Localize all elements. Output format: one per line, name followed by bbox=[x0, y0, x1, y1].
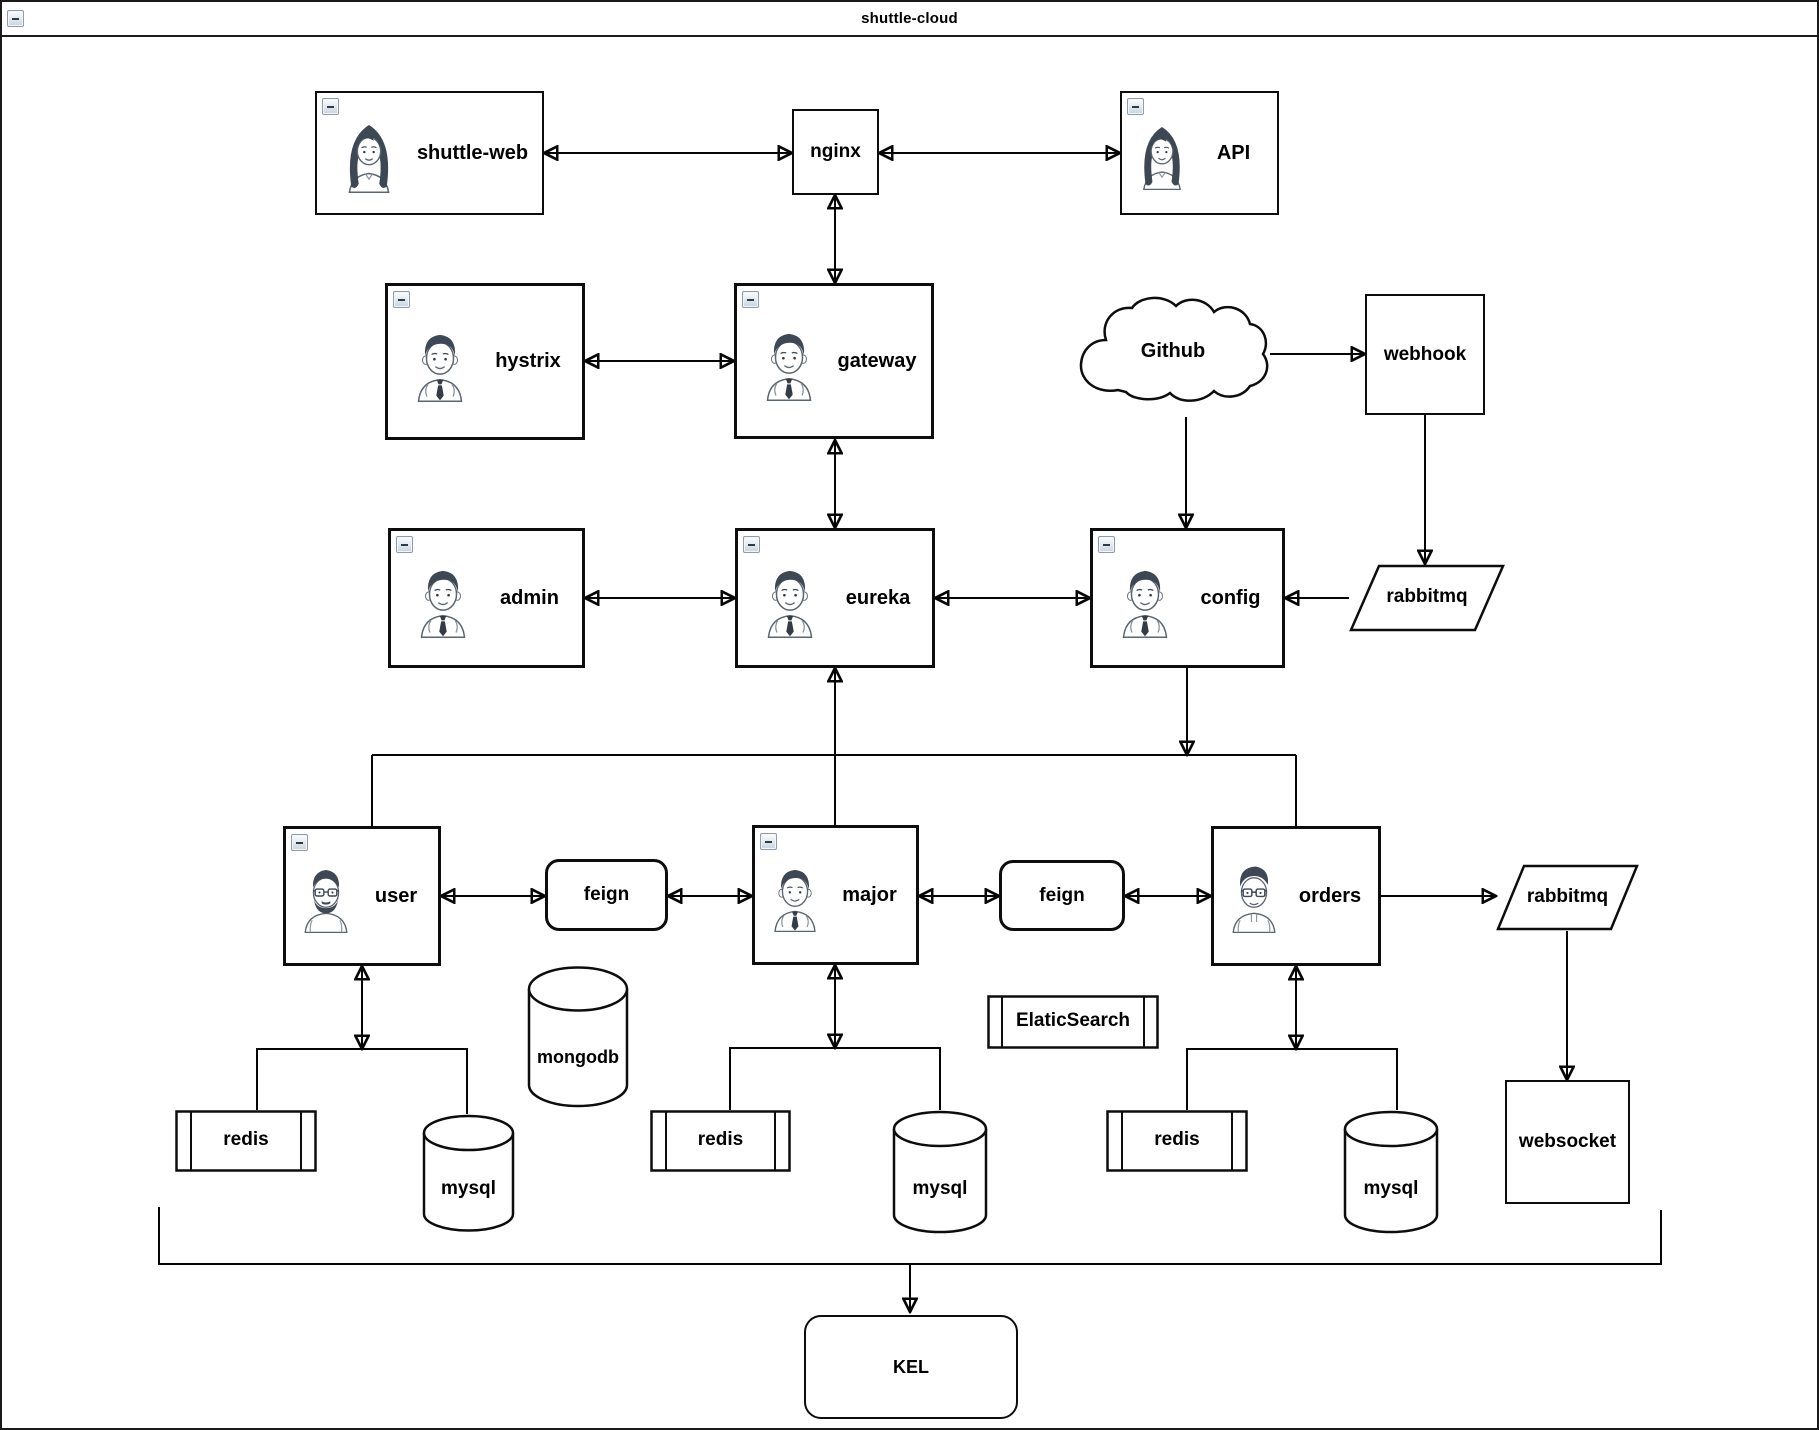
cylinder-shape bbox=[1343, 1110, 1439, 1234]
node-label: shuttle-web bbox=[416, 141, 529, 164]
node-admin[interactable]: admin bbox=[388, 528, 585, 668]
bracket-orders-datastores bbox=[1186, 1048, 1398, 1110]
node-label: major bbox=[842, 883, 897, 906]
node-mysql-major[interactable]: mysql bbox=[892, 1110, 988, 1234]
bracket-user-datastores bbox=[256, 1048, 468, 1114]
node-mysql-orders[interactable]: mysql bbox=[1343, 1110, 1439, 1234]
node-redis-major[interactable]: redis bbox=[650, 1110, 791, 1172]
node-label: rabbitmq bbox=[1526, 886, 1609, 907]
node-kel[interactable]: KEL bbox=[804, 1315, 1018, 1419]
node-label: gateway bbox=[837, 349, 917, 372]
female-avatar-icon bbox=[1136, 116, 1188, 190]
node-api[interactable]: API bbox=[1120, 91, 1279, 215]
male-beard-avatar-icon bbox=[300, 859, 352, 933]
node-label: ElaticSearch bbox=[1015, 1010, 1131, 1031]
node-label: redis bbox=[1154, 1129, 1200, 1150]
predefined-process-shape bbox=[650, 1110, 791, 1172]
node-redis-user[interactable]: redis bbox=[175, 1110, 317, 1172]
cylinder-shape bbox=[422, 1114, 515, 1232]
node-label: redis bbox=[697, 1129, 744, 1150]
node-label: feign bbox=[1039, 884, 1085, 906]
collapse-minus-icon[interactable] bbox=[760, 833, 777, 850]
node-label: feign bbox=[583, 884, 630, 905]
node-feign-left[interactable]: feign bbox=[545, 859, 668, 931]
node-redis-orders[interactable]: redis bbox=[1106, 1110, 1248, 1172]
node-gateway[interactable]: gateway bbox=[734, 283, 934, 439]
node-label: mysql bbox=[1363, 1178, 1419, 1199]
male-tie-avatar-icon bbox=[415, 558, 471, 638]
collapse-minus-icon[interactable] bbox=[393, 291, 410, 308]
node-label: mysql bbox=[441, 1178, 496, 1199]
node-label: hystrix bbox=[495, 350, 561, 372]
node-github[interactable]: Github bbox=[1074, 290, 1272, 417]
male-tie-avatar-icon bbox=[1117, 558, 1173, 638]
node-label: API bbox=[1216, 141, 1251, 164]
node-elaticsearch[interactable]: ElaticSearch bbox=[987, 995, 1159, 1049]
male-glasses-avatar-icon bbox=[1228, 859, 1280, 933]
node-rabbitmq-config[interactable]: rabbitmq bbox=[1349, 564, 1505, 632]
node-nginx[interactable]: nginx bbox=[792, 109, 879, 195]
node-label: config bbox=[1200, 586, 1261, 609]
collapse-minus-icon[interactable] bbox=[743, 536, 760, 553]
collapse-minus-icon[interactable] bbox=[742, 291, 759, 308]
predefined-process-shape bbox=[1106, 1110, 1248, 1172]
parallelogram-shape bbox=[1349, 564, 1505, 632]
node-label: rabbitmq bbox=[1386, 586, 1468, 607]
collapse-minus-icon[interactable] bbox=[396, 536, 413, 553]
collapse-minus-icon[interactable] bbox=[1127, 98, 1144, 115]
cylinder-shape bbox=[892, 1110, 988, 1234]
male-tie-avatar-icon bbox=[762, 558, 818, 638]
node-user[interactable]: user bbox=[283, 826, 441, 966]
node-label: mysql bbox=[912, 1178, 968, 1199]
node-label: orders bbox=[1298, 884, 1362, 907]
node-label: eureka bbox=[845, 586, 911, 609]
node-label: user bbox=[374, 884, 418, 907]
node-orders[interactable]: orders bbox=[1211, 826, 1381, 966]
female-avatar-icon bbox=[341, 113, 397, 193]
node-label: nginx bbox=[810, 141, 861, 162]
collapse-minus-icon[interactable] bbox=[291, 834, 308, 851]
node-major[interactable]: major bbox=[752, 825, 919, 965]
node-hystrix[interactable]: hystrix bbox=[385, 283, 585, 440]
node-label: websocket bbox=[1518, 1131, 1617, 1152]
node-label: webhook bbox=[1383, 343, 1467, 365]
node-label: KEL bbox=[893, 1356, 929, 1377]
cylinder-shape bbox=[527, 966, 629, 1108]
predefined-process-shape bbox=[175, 1110, 317, 1172]
node-feign-right[interactable]: feign bbox=[999, 860, 1125, 931]
node-eureka[interactable]: eureka bbox=[735, 528, 935, 668]
node-label: admin bbox=[500, 586, 559, 609]
node-mysql-user[interactable]: mysql bbox=[422, 1114, 515, 1232]
predefined-process-shape bbox=[987, 995, 1159, 1049]
bracket-major-datastores bbox=[729, 1047, 941, 1110]
male-tie-avatar-icon bbox=[761, 321, 817, 401]
collapse-group-button[interactable] bbox=[7, 10, 24, 27]
node-config[interactable]: config bbox=[1090, 528, 1285, 668]
node-label: redis bbox=[223, 1129, 269, 1150]
node-label: Github bbox=[1140, 340, 1206, 362]
node-rabbitmq-orders[interactable]: rabbitmq bbox=[1496, 864, 1639, 931]
parallelogram-shape bbox=[1496, 864, 1639, 931]
group-titlebar: shuttle-cloud bbox=[2, 2, 1817, 37]
page-title: shuttle-cloud bbox=[861, 10, 958, 27]
node-webhook[interactable]: webhook bbox=[1365, 294, 1485, 415]
cloud-shape bbox=[1079, 296, 1269, 402]
male-tie-avatar-icon bbox=[412, 322, 468, 402]
node-label: mongodb bbox=[537, 1047, 619, 1067]
male-tie-avatar-icon bbox=[769, 858, 821, 932]
collapse-minus-icon[interactable] bbox=[322, 98, 339, 115]
collapse-minus-icon[interactable] bbox=[1098, 536, 1115, 553]
node-mongodb[interactable]: mongodb bbox=[527, 965, 629, 1108]
node-websocket[interactable]: websocket bbox=[1505, 1080, 1630, 1204]
node-shuttle-web[interactable]: shuttle-web bbox=[315, 91, 544, 215]
